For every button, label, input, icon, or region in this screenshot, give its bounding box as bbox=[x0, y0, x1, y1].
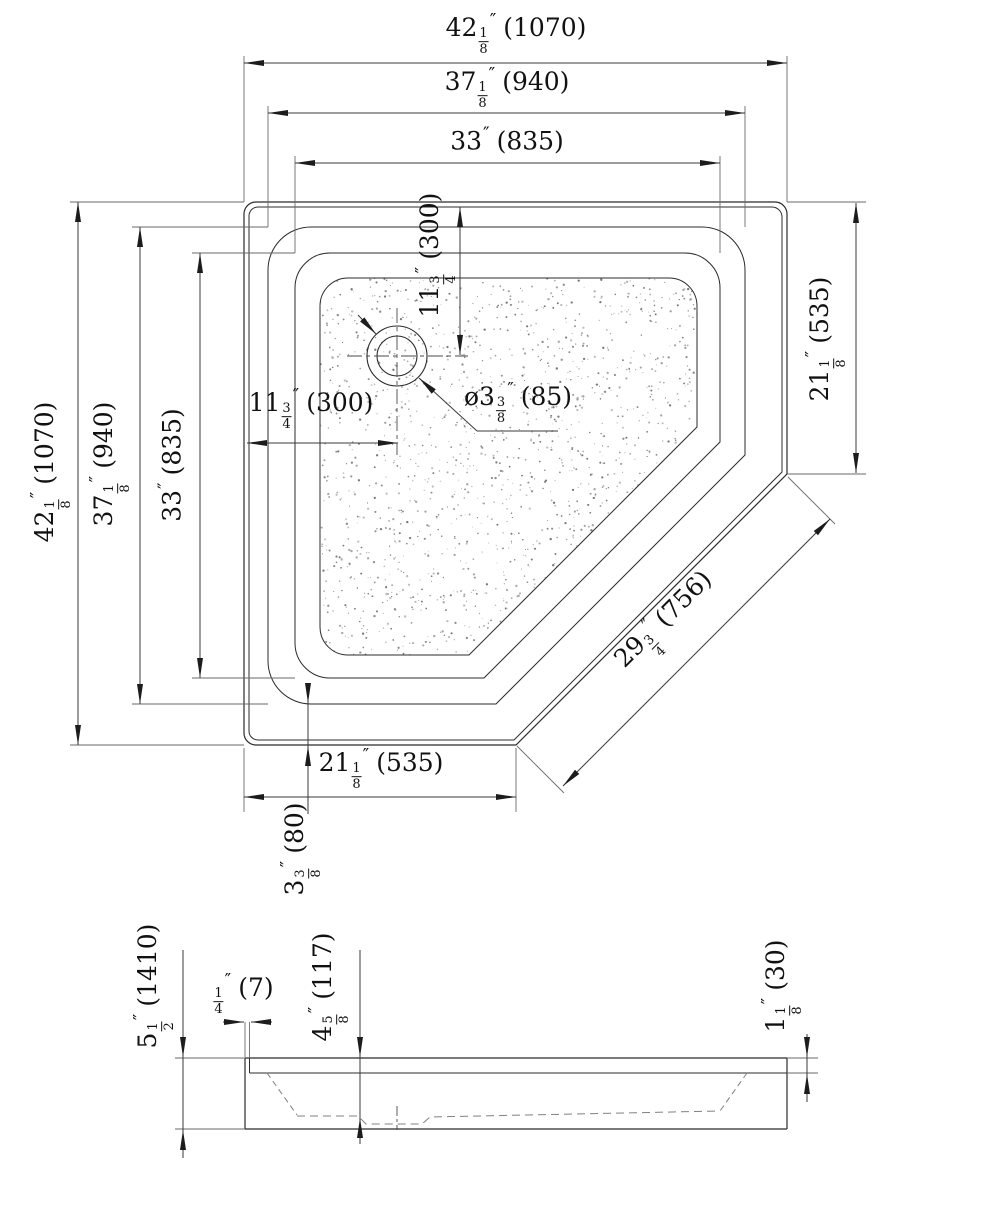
section-basin-floor bbox=[297, 1110, 721, 1125]
pan-rim-inner-edge bbox=[267, 226, 746, 705]
section-hidden-lines bbox=[266, 1072, 748, 1130]
section-view bbox=[175, 950, 818, 1158]
section-right-slope bbox=[719, 1072, 748, 1112]
section-profile bbox=[244, 1057, 788, 1130]
extension-lines-top-view bbox=[70, 56, 866, 812]
section-left-slope bbox=[266, 1072, 298, 1116]
drain-dia-arrow-upper bbox=[357, 314, 377, 335]
dimension-lines-section bbox=[180, 950, 810, 1158]
pan-outer-edge-inner-stroke bbox=[248, 206, 783, 741]
pan-dam-inner-edge bbox=[294, 252, 721, 679]
pan-outlines bbox=[243, 201, 788, 746]
dim-line-diagonal bbox=[562, 518, 831, 787]
dim-left-height-inner-label: 33″(835) bbox=[155, 408, 187, 522]
top-view bbox=[70, 56, 866, 814]
dimension-lines-top-view bbox=[75, 60, 859, 814]
pan-outer-edge bbox=[243, 201, 788, 746]
drain-dia-leader bbox=[418, 377, 478, 432]
extension-lines-section bbox=[175, 1022, 818, 1130]
basin-floor-edge bbox=[319, 277, 698, 656]
drain bbox=[347, 308, 468, 455]
dim-top-width-inner-label: 33″(835) bbox=[450, 124, 564, 156]
